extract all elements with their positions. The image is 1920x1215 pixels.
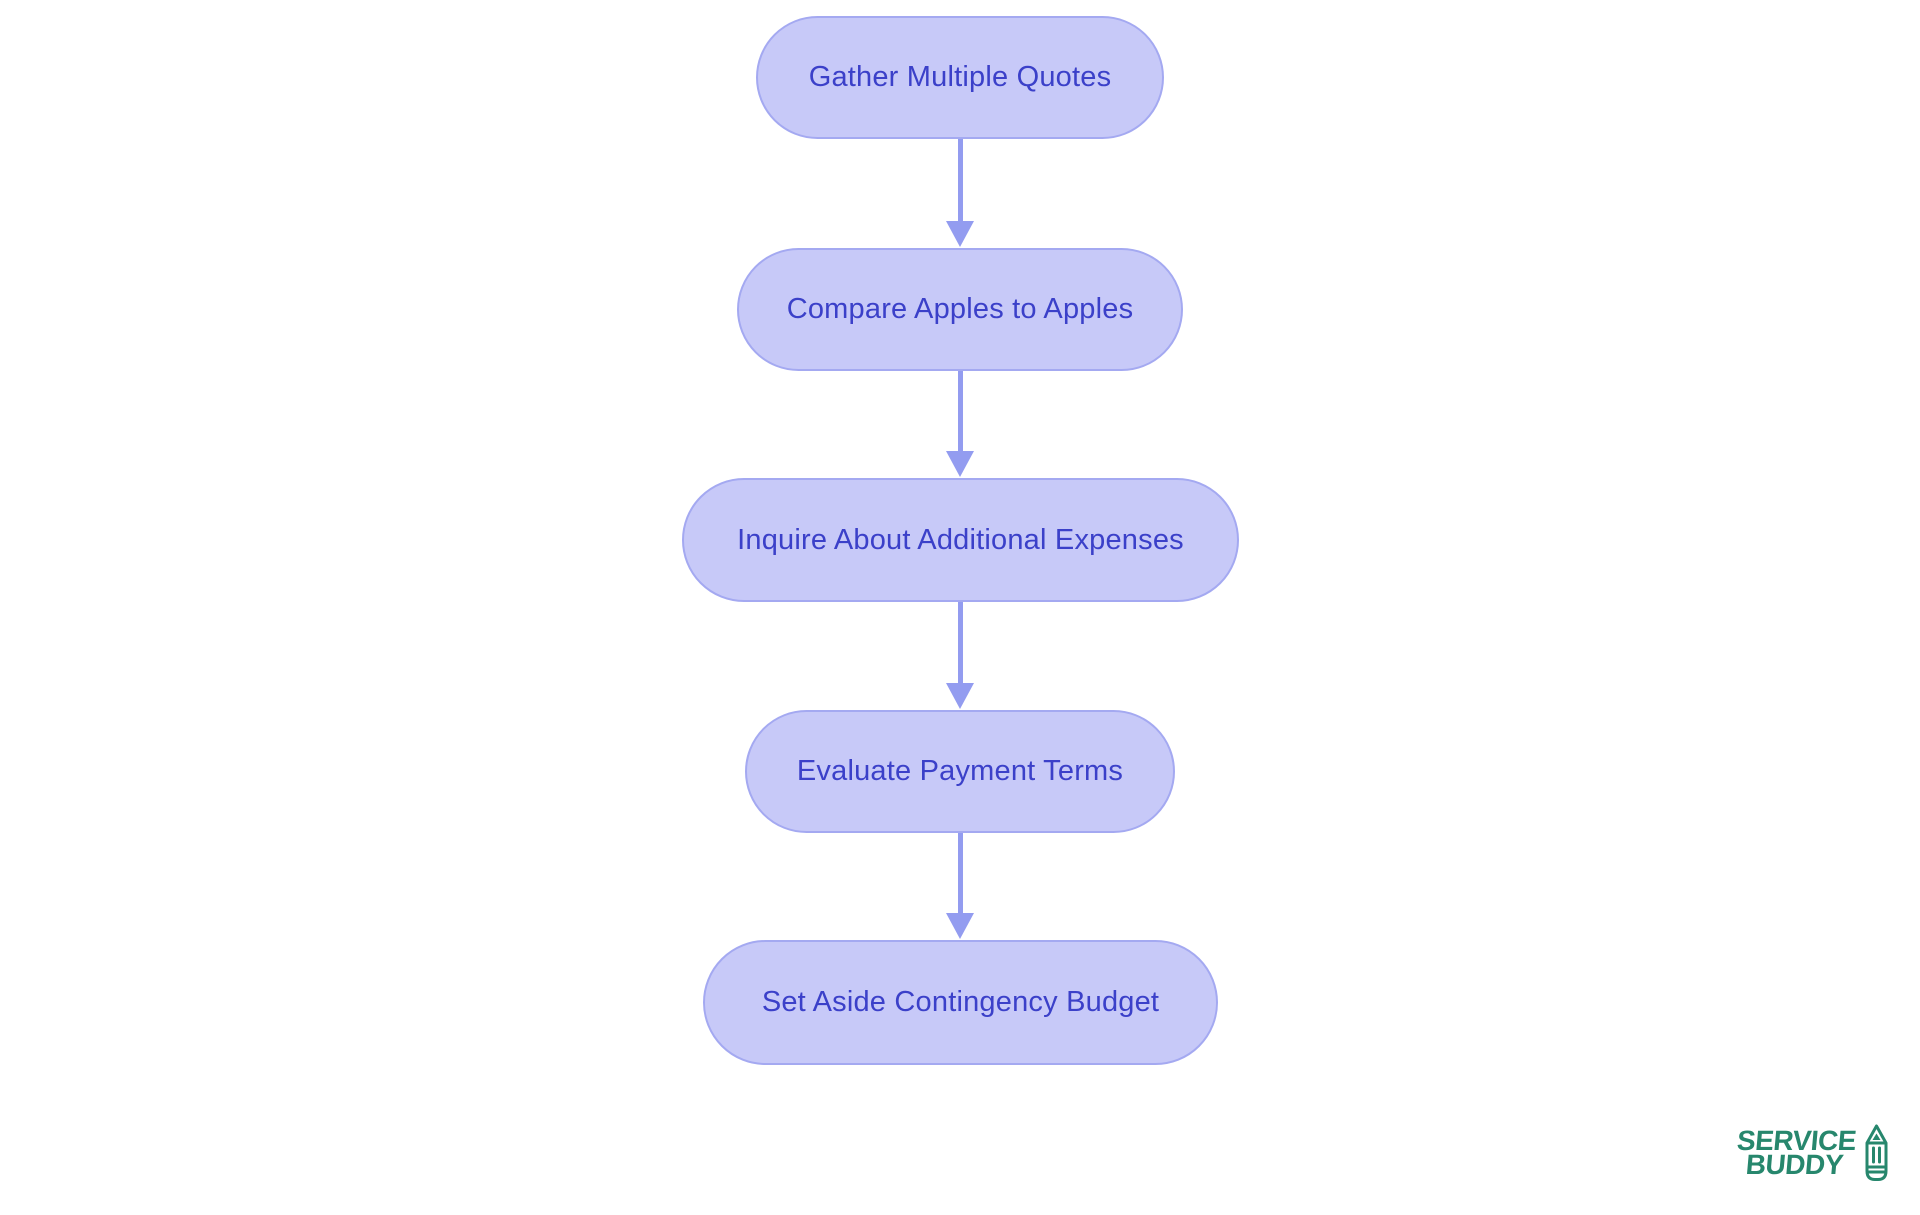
pencil-icon: [1863, 1124, 1890, 1182]
arrow-line: [957, 602, 963, 685]
node-gather-multiple-quotes: Gather Multiple Quotes: [756, 16, 1164, 139]
node-compare-apples-to-apples: Compare Apples to Apples: [737, 248, 1183, 371]
node-evaluate-payment-terms: Evaluate Payment Terms: [745, 710, 1175, 833]
arrow-down-icon: [946, 683, 974, 709]
arrow-line: [957, 371, 963, 453]
node-label: Gather Multiple Quotes: [808, 61, 1112, 93]
node-label: Inquire About Additional Expenses: [737, 523, 1184, 556]
flow-arrow-2: [946, 371, 974, 477]
node-label: Compare Apples to Apples: [786, 293, 1134, 325]
arrow-down-icon: [946, 913, 974, 939]
logo-wordmark: SERVICE BUDDY: [1734, 1125, 1858, 1180]
flow-arrow-1: [946, 139, 974, 247]
arrow-down-icon: [946, 221, 974, 247]
node-label: Evaluate Payment Terms: [796, 755, 1124, 787]
node-inquire-about-additional-expenses: Inquire About Additional Expenses: [682, 478, 1239, 602]
service-buddy-logo: SERVICE BUDDY: [1736, 1124, 1890, 1182]
flow-arrow-4: [946, 833, 974, 939]
node-label: Set Aside Contingency Budget: [761, 986, 1160, 1018]
arrow-line: [957, 833, 963, 915]
logo-line-2: BUDDY: [1744, 1149, 1845, 1180]
node-set-aside-contingency-budget: Set Aside Contingency Budget: [703, 940, 1218, 1065]
arrow-line: [957, 139, 963, 223]
flow-arrow-3: [946, 602, 974, 709]
arrow-down-icon: [946, 451, 974, 477]
